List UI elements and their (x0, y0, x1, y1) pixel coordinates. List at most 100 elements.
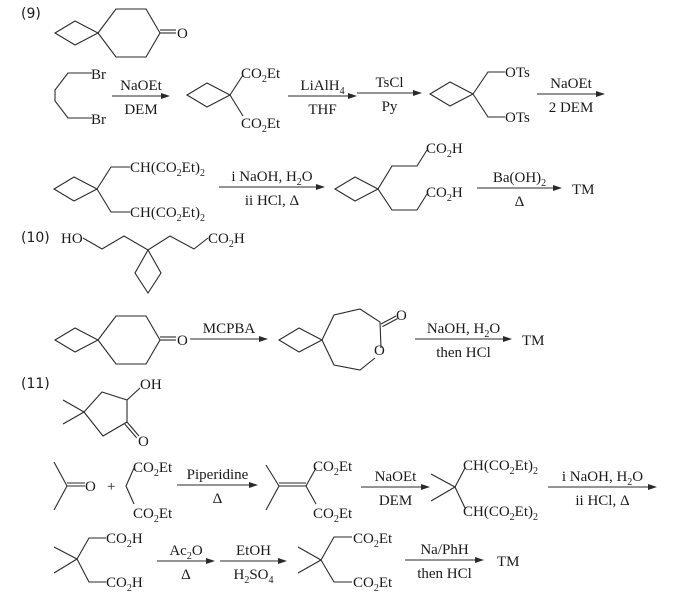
reagent-top: TsCl (375, 75, 403, 91)
cyclopentane-ring (83, 391, 128, 437)
arrow-head (475, 557, 484, 563)
carbonyl-oxygen: O (177, 26, 188, 42)
arrow-head (206, 558, 215, 564)
reagent-bottom: THF (308, 102, 336, 118)
ester-top: CO2Et (353, 531, 393, 550)
bond (96, 188, 130, 213)
arrow-head (596, 91, 605, 97)
bond (265, 485, 280, 511)
reagent-bottom: Δ (213, 491, 223, 507)
malonate-bottom: CH(CO2Et)2 (130, 205, 205, 224)
bond (62, 411, 85, 425)
arrow-head (316, 184, 325, 190)
ester-top: CO2Et (241, 66, 281, 85)
cyclobutane-ring (52, 176, 98, 202)
bond (472, 93, 505, 118)
ester-bottom: CO2Et (133, 506, 173, 525)
bond (76, 537, 106, 560)
reagent-bottom: DEM (124, 102, 157, 118)
arrow-head (249, 482, 258, 488)
arrow-head (648, 484, 657, 490)
bond (229, 74, 244, 96)
chain (82, 235, 209, 251)
bond (229, 94, 244, 117)
ester-bottom: CO2Et (241, 116, 281, 135)
bis-malonate: CH(CO2Et)2CH(CO2Et)2 (430, 458, 538, 523)
arrow-mcpba: MCPBA (190, 321, 268, 342)
reagent-bottom: DEM (379, 493, 412, 509)
arrow-head (413, 90, 422, 96)
bond (53, 558, 78, 574)
carbonyl-oxygen: O (177, 333, 188, 349)
bond (320, 559, 352, 583)
target-molecule-label: TM (497, 554, 520, 570)
bond (53, 485, 68, 511)
bromine-bottom: Br (91, 112, 106, 128)
cyclobutane-ring (428, 81, 474, 107)
reagent-top: NaOEt (120, 78, 162, 94)
cyclobutane-ring (53, 20, 99, 46)
bond (305, 485, 317, 505)
carbonyl-bond (126, 421, 140, 437)
plus-sign: + (107, 479, 115, 495)
ester-bottom: CO2Et (313, 506, 353, 525)
acid-bottom: CO2H (106, 575, 143, 594)
arrow-head (421, 484, 430, 490)
bond (320, 536, 352, 561)
acid-top: CO2H (426, 141, 463, 160)
tosylate-top: OTs (505, 65, 530, 81)
bond (305, 467, 317, 487)
bond (265, 464, 280, 487)
hydroxyl: HO (61, 231, 83, 247)
cyclobutane-ring (185, 82, 231, 108)
problem-label: (11) (21, 376, 50, 392)
bond (454, 467, 466, 488)
reagent-top: Piperidine (187, 467, 249, 483)
reagent-top: Na/PhH (420, 542, 469, 558)
reagent-bottom: then HCl (417, 566, 472, 582)
acid-bottom: CO2H (426, 185, 463, 204)
hydroxyl: OH (140, 377, 162, 393)
reagent-bottom: Δ (515, 194, 525, 210)
reagent-top: LiAlH4 (300, 78, 344, 97)
reagent-top: Ba(OH)2 (493, 170, 546, 189)
carbonyl-oxygen: O (396, 308, 407, 324)
arrow-naoh: NaOH, H2O then HCl (415, 321, 512, 361)
carboxylic-acid: CO2H (208, 231, 245, 250)
bond (126, 387, 141, 401)
bond (297, 559, 322, 574)
reagent-bottom: Py (382, 99, 398, 115)
carbonyl-bond (382, 318, 398, 328)
bond (377, 149, 428, 190)
malonate-top: CH(CO2Et)2 (463, 458, 538, 477)
bond (377, 188, 428, 211)
reagent-bottom: H2SO4 (233, 567, 273, 586)
malonate-top: CH(CO2Et)2 (130, 160, 205, 179)
bond (472, 71, 505, 95)
arrow-head (161, 93, 170, 99)
hydroxy-ketone-target: OHO (62, 377, 162, 450)
bis-malonate: CH(CO2Et)2CH(CO2Et)2 (52, 160, 205, 224)
reagent-bottom: then HCl (436, 345, 491, 361)
ester-top: CO2Et (133, 460, 173, 479)
cyclohexane-ring (97, 8, 161, 58)
reagent-top: MCPBA (203, 321, 256, 337)
reagent-top: i NaOH, H2O (562, 469, 643, 488)
bond (53, 461, 68, 487)
reagent-top: NaOH, H2O (427, 321, 501, 340)
